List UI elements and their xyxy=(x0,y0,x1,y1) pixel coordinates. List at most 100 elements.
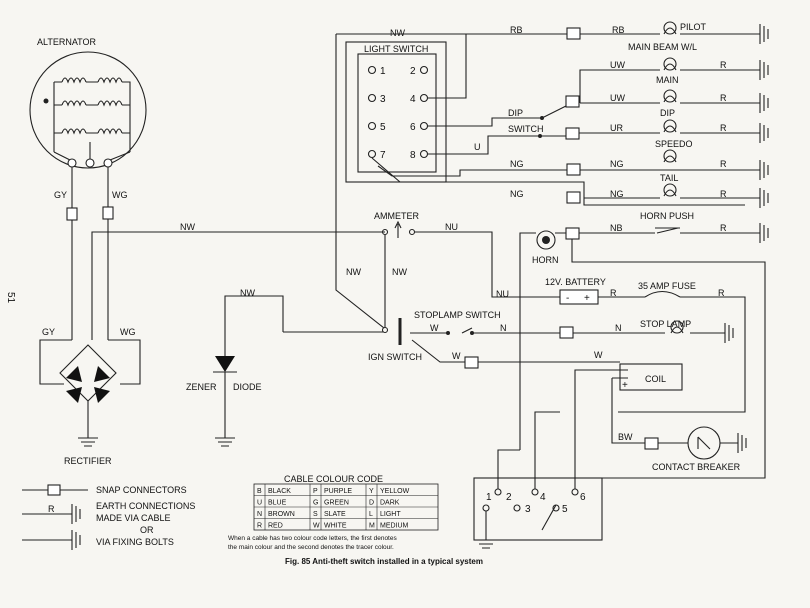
wire-r-2: R xyxy=(720,93,727,103)
colour-code-title: CABLE COLOUR CODE xyxy=(284,474,383,484)
svg-text:+: + xyxy=(622,380,628,391)
colour-code-note-2: the main colour and the second denotes t… xyxy=(228,544,394,551)
tail-label: TAIL xyxy=(660,173,678,183)
sw-terminal-6: 6 xyxy=(580,492,586,503)
wire-r-3: R xyxy=(720,123,727,133)
wire-w-3: W xyxy=(594,350,603,360)
ls-terminal-4: 4 xyxy=(410,94,416,105)
svg-text:-: - xyxy=(566,293,569,304)
zener-diode: NW ZENER DIODE xyxy=(186,288,284,447)
colour-code-cell: S xyxy=(313,511,318,518)
wire-nw-right: NW xyxy=(392,267,407,277)
wire-wg-top: WG xyxy=(112,190,128,200)
wire-r-8: R xyxy=(718,288,725,298)
legend-earth1: EARTH CONNECTIONS xyxy=(96,501,195,511)
wire-wg-bottom: WG xyxy=(120,327,136,337)
colour-code-cell: N xyxy=(257,511,262,518)
legend-snap: SNAP CONNECTORS xyxy=(96,485,187,495)
stop-lamp-label: STOP LAMP xyxy=(640,319,691,329)
figure-caption: Fig. 85 Anti-theft switch installed in a… xyxy=(285,557,483,566)
horn: HORN HORN PUSH NB R xyxy=(519,211,769,479)
contact-breaker-label: CONTACT BREAKER xyxy=(652,462,741,472)
ign-switch: IGN SWITCH STOPLAMP SWITCH W N N STOP LA… xyxy=(283,310,734,369)
colour-code-cell: BROWN xyxy=(268,511,295,518)
coil-label: COIL xyxy=(645,374,666,384)
colour-code-note-1: When a cable has two colour code letters… xyxy=(228,535,397,542)
wire-nu-1: NU xyxy=(445,222,458,232)
speedo-label: SPEEDO xyxy=(655,139,693,149)
legend-r: R xyxy=(48,504,55,514)
wire-r-7: R xyxy=(610,288,617,298)
ign-switch-label: IGN SWITCH xyxy=(368,352,422,362)
wire-nu-2: NU xyxy=(496,289,509,299)
page-number: 51 xyxy=(5,292,16,304)
wire-uw-2: UW xyxy=(610,93,625,103)
main-label: MAIN xyxy=(656,75,679,85)
wire-r-5: R xyxy=(720,189,727,199)
horn-push-label: HORN PUSH xyxy=(640,211,694,221)
wire-w-2: W xyxy=(452,351,461,361)
wire-uw-1: UW xyxy=(610,60,625,70)
wire-rb-1: RB xyxy=(510,25,523,35)
colour-code-cell: LIGHT xyxy=(380,511,401,518)
battery-fuse: 12V. BATTERY - + R R 35 AMP FUSE xyxy=(545,277,746,413)
ls-terminal-5: 5 xyxy=(380,122,386,133)
dip-switch-label: DIP xyxy=(508,108,523,118)
colour-code-cell: BLACK xyxy=(268,488,291,495)
main-beam-label: MAIN BEAM W/L xyxy=(628,42,697,52)
ls-terminal-6: 6 xyxy=(410,122,416,133)
colour-code-cell: D xyxy=(369,500,374,507)
wire-rb-2: RB xyxy=(612,25,625,35)
ls-terminal-7: 7 xyxy=(380,150,386,161)
rectifier: RECTIFIER xyxy=(39,339,141,466)
colour-code-cell: DARK xyxy=(380,500,400,507)
colour-code-cell: YELLOW xyxy=(380,488,410,495)
alternator-label: ALTERNATOR xyxy=(37,37,97,47)
wire-nw-zener: NW xyxy=(240,288,255,298)
anti-theft-switch: 1 2 3 4 5 6 xyxy=(473,411,603,549)
wire-ng-2: NG xyxy=(610,159,624,169)
colour-code-cell: BLUE xyxy=(268,500,287,507)
stoplamp-switch-label: STOPLAMP SWITCH xyxy=(414,310,501,320)
ls-terminal-8: 8 xyxy=(410,150,416,161)
ls-terminal-1: 1 xyxy=(380,66,386,77)
svg-text:+: + xyxy=(584,293,590,304)
nw-feed: NW xyxy=(91,222,385,340)
battery-label: 12V. BATTERY xyxy=(545,277,606,287)
light-switch-label: LIGHT SWITCH xyxy=(364,44,428,54)
colour-code-cell: B xyxy=(257,488,262,495)
horn-label: HORN xyxy=(532,255,559,265)
sw-terminal-1: 1 xyxy=(486,492,492,503)
dip-lamp-label: DIP xyxy=(660,108,675,118)
alternator-leads: GY WG GY WG xyxy=(42,167,136,340)
colour-code-cell: WHITE xyxy=(324,523,347,530)
wire-n-1: N xyxy=(500,323,507,333)
alternator: ALTERNATOR xyxy=(29,37,147,169)
wire-w-1: W xyxy=(430,323,439,333)
colour-code-cell: Y xyxy=(369,488,374,495)
legend-earth3: VIA FIXING BOLTS xyxy=(96,537,174,547)
ls-terminal-2: 2 xyxy=(410,66,416,77)
colour-code-cell: MEDIUM xyxy=(380,523,409,530)
wire-nw-left: NW xyxy=(346,267,361,277)
wire-nw-main: NW xyxy=(180,222,195,232)
colour-code-cell: U xyxy=(257,500,262,507)
pilot-label: PILOT xyxy=(680,22,707,32)
wire-bw: BW xyxy=(618,432,633,442)
wire-ng-3: NG xyxy=(510,189,524,199)
colour-code-cell: G xyxy=(313,500,318,507)
ammeter: AMMETER NU NU NW NW xyxy=(346,211,560,328)
diode-label: DIODE xyxy=(233,382,262,392)
colour-code-cell: PURPLE xyxy=(324,488,352,495)
sw-terminal-3: 3 xyxy=(525,504,531,515)
rectifier-label: RECTIFIER xyxy=(64,456,112,466)
sw-terminal-2: 2 xyxy=(506,492,512,503)
wire-ur: UR xyxy=(610,123,623,133)
lamp-bank: RB RB PILOT MAIN BEAM W/L UW R MAIN UW R… xyxy=(460,21,769,208)
colour-code-cell: SLATE xyxy=(324,511,346,518)
wire-gy-top: GY xyxy=(54,190,67,200)
legend-or: OR xyxy=(140,525,154,535)
zener-label: ZENER xyxy=(186,382,217,392)
colour-code-cell: RED xyxy=(268,523,283,530)
